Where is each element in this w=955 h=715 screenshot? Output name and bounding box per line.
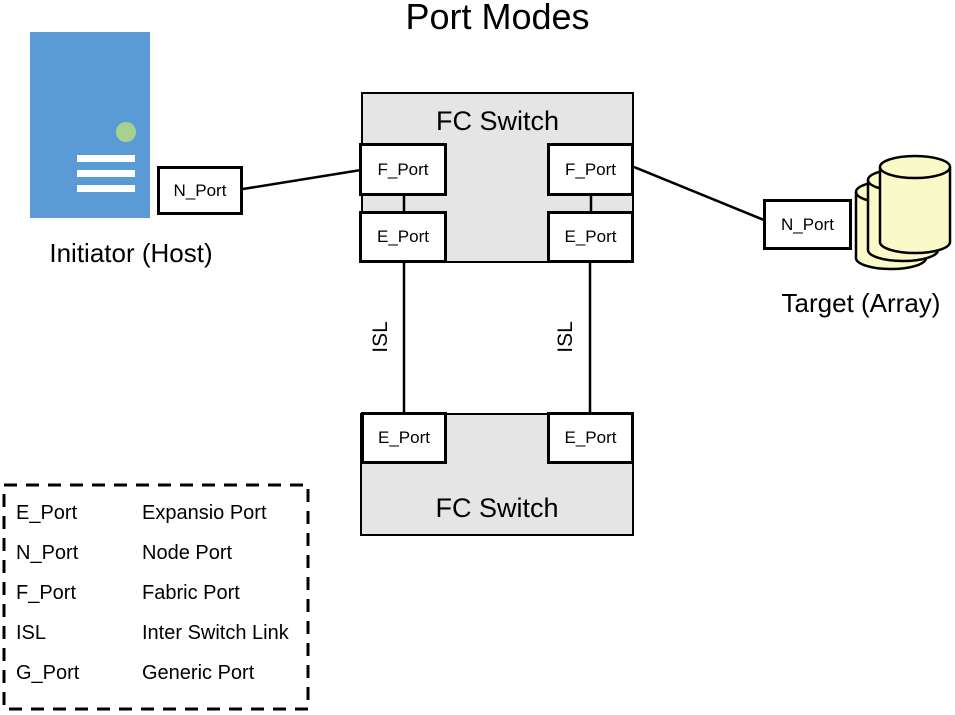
server-vent-line xyxy=(77,155,135,162)
legend-rows: E_Port Expansio Port N_Port Node Port F_… xyxy=(16,500,289,686)
port-box-eport2-right: E_Port xyxy=(547,412,634,464)
legend-row: ISL Inter Switch Link xyxy=(16,620,289,646)
legend-row: N_Port Node Port xyxy=(16,540,289,566)
legend-definition: Inter Switch Link xyxy=(142,622,289,644)
isl-label-right: ISL xyxy=(554,321,577,353)
initiator-caption: Initiator (Host) xyxy=(49,238,213,268)
legend-box: E_Port Expansio Port N_Port Node Port F_… xyxy=(2,483,310,711)
legend-term: E_Port xyxy=(16,502,78,524)
server-led-icon xyxy=(116,122,136,142)
port-box-eport-left: E_Port xyxy=(359,211,447,263)
legend-row: E_Port Expansio Port xyxy=(16,500,289,526)
target-caption: Target (Array) xyxy=(781,288,941,318)
link-initiator-fport xyxy=(242,168,362,191)
legend-definition: Expansio Port xyxy=(142,502,267,524)
isl-label-left: ISL xyxy=(369,321,392,353)
port-box-eport2-left: E_Port xyxy=(361,412,447,464)
legend-definition: Generic Port xyxy=(142,662,255,684)
legend-row: G_Port Generic Port xyxy=(16,660,289,686)
fc-switch-top-label: FC Switch xyxy=(435,106,560,136)
port-box-fport-right: F_Port xyxy=(547,143,634,196)
port-box-eport-right: E_Port xyxy=(547,211,634,263)
legend-term: G_Port xyxy=(16,662,80,684)
storage-array-icon xyxy=(854,154,952,271)
server-vent-line xyxy=(77,185,135,192)
fc-switch-bottom-label: FC Switch xyxy=(435,493,559,523)
server-icon xyxy=(30,32,150,218)
port-box-fport-left: F_Port xyxy=(359,143,447,196)
legend-term: N_Port xyxy=(16,542,79,564)
legend-definition: Fabric Port xyxy=(142,582,240,604)
legend-term: ISL xyxy=(16,622,47,644)
link-fport-target xyxy=(633,165,765,222)
port-box-nport-initiator: N_Port xyxy=(157,166,243,215)
legend-definition: Node Port xyxy=(142,542,233,564)
server-vent-line xyxy=(77,170,135,177)
cylinder-front xyxy=(878,154,952,255)
page-title: Port Modes xyxy=(405,0,590,37)
legend-term: F_Port xyxy=(16,582,77,604)
legend-row: F_Port Fabric Port xyxy=(16,580,289,606)
port-box-nport-target: N_Port xyxy=(763,199,852,250)
